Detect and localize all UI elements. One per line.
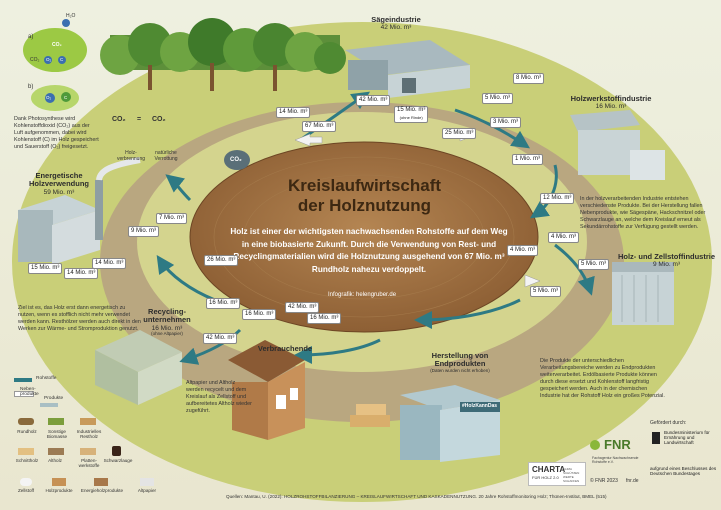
label-b: b)	[28, 84, 34, 90]
flow-badge: 15 Mio. m³	[28, 263, 63, 274]
photosynthesis-note: Dank Photosynthese wird Kohlenstoffdioxi…	[14, 116, 99, 150]
altpapier-icon	[140, 478, 154, 486]
desc-recycling: Altpapier und Altholz werden recycelt un…	[186, 380, 252, 414]
fnr-sub: Fachagentur Nachwachsende Rohstoffe e.V.	[592, 456, 639, 464]
flow-badge: 42 Mio. m³	[285, 302, 320, 313]
legend-produkte: Produkte	[44, 396, 64, 401]
flow-badge: 14 Mio. m³	[92, 258, 127, 269]
c-in-leaf: C	[60, 57, 64, 62]
restholz-icon	[80, 418, 96, 425]
node-endprodukte: Herstellung von Endprodukten(Daten wurde…	[430, 351, 490, 373]
forest	[100, 18, 346, 91]
credit: Infografik: helengruber.de	[328, 292, 397, 298]
co2-label-a: CO₂	[30, 57, 40, 63]
center-disc	[189, 141, 539, 333]
charta-logo: CHARTA FÜR HOLZ 2.0 KLIMA SCHÜTZEN WERTE…	[528, 462, 586, 486]
panel-industry-building	[570, 110, 665, 180]
main-body: Holz ist einer der wichtigsten nachwachs…	[230, 227, 508, 275]
altholz-icon	[48, 448, 64, 455]
pulp-industry-building	[612, 262, 674, 325]
co2-in-leaf: CO₂	[52, 42, 62, 48]
formula-co2-right: CO₂	[152, 116, 166, 123]
flow-badge: 14 Mio. m³	[276, 107, 311, 118]
burn-label: Holz-verbrennung	[116, 150, 146, 162]
label-a: a)	[28, 34, 34, 40]
flow-badge: 16 Mio. m³	[242, 309, 277, 320]
flow-badge: 3 Mio. m³	[490, 117, 522, 128]
flow-badge: 5 Mio. m³	[530, 286, 562, 297]
c-out: C	[64, 95, 68, 100]
flow-badge: 15 Mio. m³(ohne Rinde)	[394, 106, 429, 123]
shop-sign: #HolzKannDas	[462, 403, 498, 409]
platten-icon	[80, 448, 96, 455]
rot-label: natürliche Verrottung	[154, 150, 178, 162]
flow-badge: 25 Mio. m³	[442, 128, 477, 139]
flow-badge: 16 Mio. m³	[307, 313, 342, 324]
fnr-copyright: © FNR 2023	[590, 478, 618, 484]
flow-badge: 7 Mio. m³	[156, 213, 188, 224]
beschluss: aufgrund eines Beschlusses des Deutschen…	[650, 466, 717, 476]
consumer-house	[228, 340, 305, 440]
holzprodukte-icon	[52, 478, 66, 486]
flow-badge: 1 Mio. m³	[512, 154, 544, 165]
co2-cloud-icon	[224, 150, 250, 170]
legend-nebenprodukte: Neben-produkte	[20, 387, 39, 397]
flow-badge: 14 Mio. m³	[64, 268, 99, 279]
co2-cloud-label: CO₂	[230, 157, 242, 163]
photosynthesis-leaf	[23, 19, 87, 111]
sawmill-building	[345, 40, 470, 98]
flow-badge: 4 Mio. m³	[548, 232, 580, 243]
eagle-icon	[652, 432, 660, 444]
schnittholz-icon	[18, 448, 34, 455]
flow-badge: 4 Mio. m³	[507, 245, 539, 256]
endproduct-shop	[400, 385, 500, 462]
zellstoff-icon	[20, 478, 32, 486]
fnr-logo: FNR	[604, 437, 631, 452]
gefoerdert: Gefördert durch:	[650, 420, 687, 426]
o2-in-leaf: O₂	[46, 57, 52, 62]
h2o-label: H₂O	[66, 13, 76, 19]
formula-co2-left: CO₂	[112, 116, 126, 123]
flow-badge: 5 Mio. m³	[482, 93, 514, 104]
desc-endprodukte: Die Produkte der unterschiedlichen Verar…	[540, 358, 665, 399]
flow-badge: 5 Mio. m³	[578, 259, 610, 270]
flow-badge: 12 Mio. m³	[540, 193, 575, 204]
legend-rohstoffe: Rohstoffe	[36, 376, 57, 381]
fnr-url: fnr.de	[626, 478, 639, 484]
fnr-logo-icon	[590, 440, 600, 450]
biomasse-icon	[48, 418, 64, 425]
o2-out: O₂	[46, 95, 52, 100]
formula-eq: =	[137, 116, 142, 123]
source-note: Quellen: Mantau, U. (2022): HOLZROHSTOFF…	[226, 494, 607, 499]
recycling-building	[95, 330, 182, 405]
schwarzlauge-icon	[112, 446, 121, 456]
energieholz-icon	[94, 478, 108, 486]
node-verbraucher: Verbrauchende	[257, 344, 313, 353]
desc-holzwerkstoff: In der holzverarbeitenden Industrie ents…	[580, 196, 706, 230]
rundholz-icon	[18, 418, 34, 425]
flow-badge: 42 Mio. m³	[203, 333, 238, 344]
flow-badge: 67 Mio. m³	[302, 121, 337, 132]
flow-badge: 16 Mio. m³	[206, 298, 241, 309]
energy-building	[18, 157, 141, 265]
flow-badge: 42 Mio. m³	[356, 95, 391, 106]
flow-badge: 26 Mio. m³	[204, 255, 239, 266]
desc-energie: Ziel ist es, das Holz erst dann energeti…	[18, 305, 141, 332]
flow-badge: 8 Mio. m³	[513, 73, 545, 84]
flow-badge: 9 Mio. m³	[128, 226, 160, 237]
ministry: Bundesministerium für Ernährung und Land…	[664, 430, 710, 445]
